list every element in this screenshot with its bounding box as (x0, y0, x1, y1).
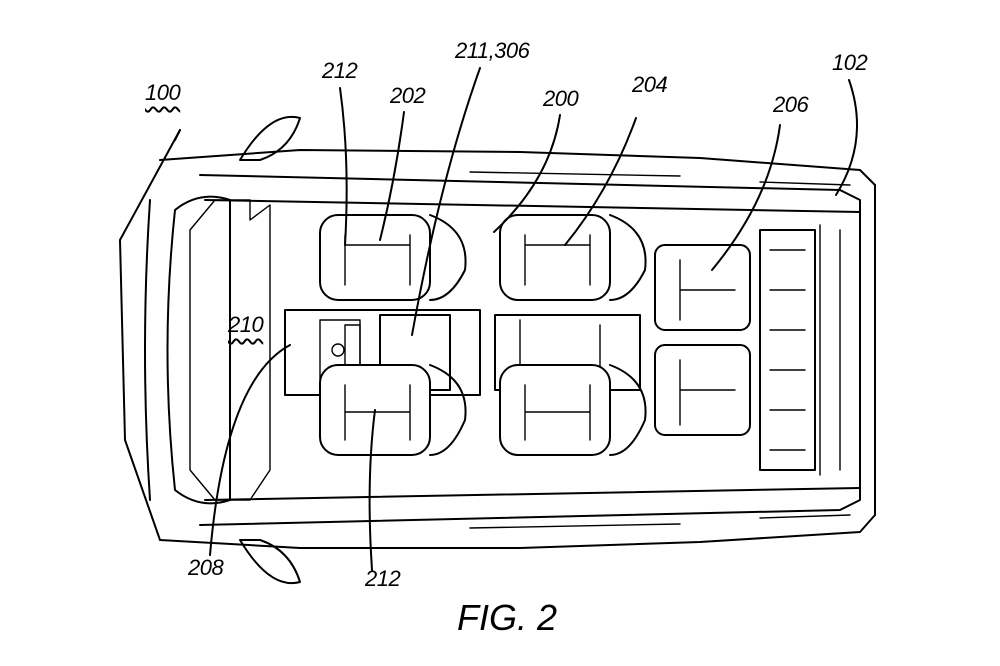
label-210: 210 (228, 312, 264, 337)
label-211-306: 211,306 (455, 38, 530, 63)
middle-seat-bottom (499, 364, 647, 456)
label-200: 200 (543, 86, 579, 111)
rear-seat (654, 229, 816, 471)
label-204: 204 (632, 72, 668, 97)
label-202: 202 (390, 83, 426, 108)
vehicle-body-outline (119, 115, 876, 585)
label-100: 100 (145, 80, 181, 105)
front-seat-bottom (319, 364, 467, 456)
middle-seat-top (499, 214, 647, 301)
figure-caption: FIG. 2 (457, 597, 558, 638)
label-206: 206 (773, 92, 809, 117)
front-seat-top (319, 214, 467, 301)
leader-lines (174, 67, 858, 571)
label-212-top: 212 (322, 58, 358, 83)
label-212-bottom: 212 (365, 566, 401, 591)
label-208: 208 (188, 555, 224, 580)
label-102: 102 (832, 50, 868, 75)
